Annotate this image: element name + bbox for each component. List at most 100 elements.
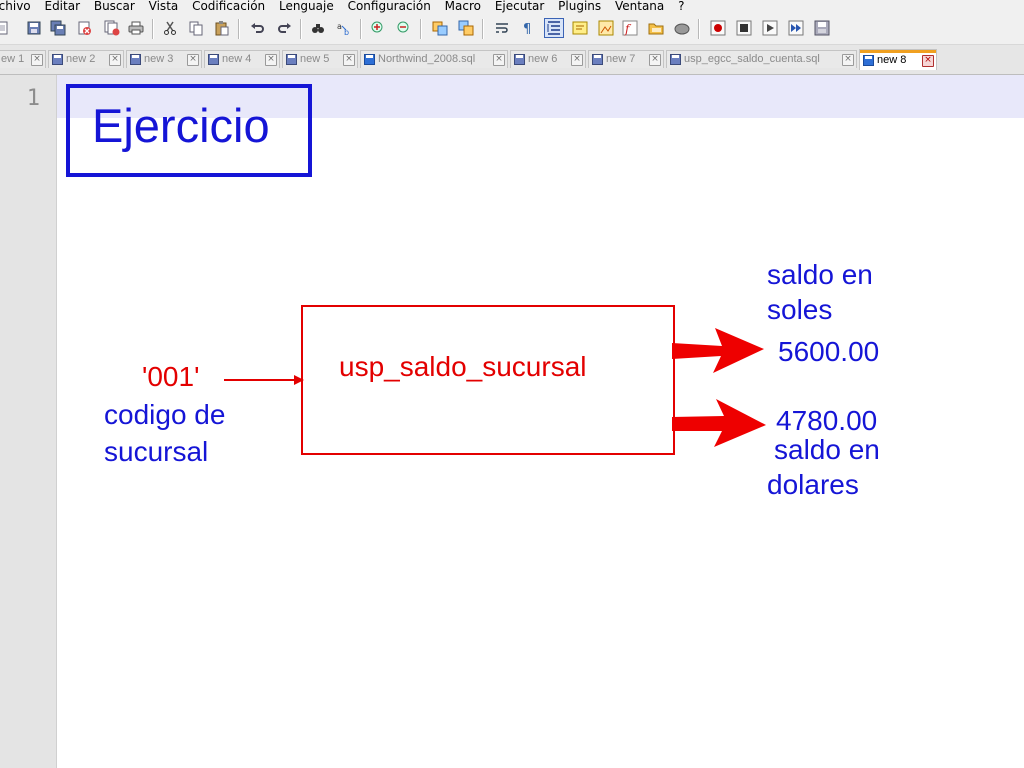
run-macro-multiple-icon[interactable] [788,20,804,36]
toolbar-separator [152,19,154,39]
tab-label: new 3 [144,53,174,65]
tab-close-icon[interactable]: × [265,54,277,66]
current-line-highlight [57,75,1024,118]
folder-workspace-icon[interactable] [648,20,664,36]
svg-text:¶: ¶ [523,22,531,36]
output-soles-label-line-1: saldo en [767,259,873,290]
paste-icon[interactable] [214,20,230,36]
save-macro-icon[interactable] [814,20,830,36]
tab-new-2[interactable]: new 2 × [48,50,124,68]
menu-lenguaje[interactable]: Lenguaje [278,0,334,13]
tab-save-icon [514,54,525,65]
doc-map-icon[interactable] [598,20,614,36]
zoom-out-icon[interactable] [396,20,412,36]
toolbar-separator [420,19,422,39]
tab-close-icon[interactable]: × [343,54,355,66]
menu-vista[interactable]: Vista [148,0,179,13]
line-number-gutter [0,75,57,768]
tab-save-icon [52,54,63,65]
tab-close-icon[interactable]: × [187,54,199,66]
find-icon[interactable] [310,20,326,36]
tab-close-icon[interactable]: × [842,54,854,66]
tab-save-icon [364,54,375,65]
tab-close-icon[interactable]: × [922,55,934,67]
svg-text:b: b [344,28,349,36]
stop-macro-icon[interactable] [736,20,752,36]
menu-ejecutar[interactable]: Ejecutar [494,0,545,13]
tab-label: Northwind_2008.sql [378,53,476,65]
play-macro-icon[interactable] [762,20,778,36]
show-all-chars-icon[interactable]: ¶ [520,20,536,36]
cut-icon[interactable] [162,20,178,36]
menu-buscar[interactable]: Buscar [93,0,135,13]
diagram-title: Ejercicio [92,99,270,152]
tab-usp-egcc-saldo-cuenta[interactable]: usp_egcc_saldo_cuenta.sql × [666,50,857,68]
tab-label: new 2 [66,53,96,65]
menu-archivo[interactable]: rchivo [0,0,31,13]
svg-text:a: a [337,22,342,31]
tab-new-5[interactable]: new 5 × [282,50,358,68]
menu-editar[interactable]: Editar [44,0,81,13]
indent-guide-icon[interactable] [544,18,564,38]
tab-label: new 6 [528,53,558,65]
print-icon[interactable] [128,20,144,36]
menu-ventana[interactable]: Ventana [614,0,665,13]
save-icon[interactable] [26,20,42,36]
menu-macro[interactable]: Macro [444,0,481,13]
output-dolares-label-line-1: saldo en [774,434,880,465]
close-file-icon[interactable] [76,20,92,36]
new-file-icon[interactable] [0,20,10,36]
zoom-in-icon[interactable] [370,20,386,36]
user-lang-icon[interactable] [572,20,588,36]
input-label-line-2: sucursal [104,436,209,467]
save-all-icon[interactable] [50,20,66,36]
menu-help[interactable]: ? [678,0,685,13]
sync-vertical-icon[interactable] [432,20,448,36]
tab-label: ew 1 [1,53,25,65]
word-wrap-icon[interactable] [494,20,510,36]
function-list-icon[interactable]: f [622,20,638,36]
redo-icon[interactable] [276,20,292,36]
toolbar-separator [238,19,240,39]
toolbar-separator [300,19,302,39]
toolbar-separator [482,19,484,39]
tab-close-icon[interactable]: × [31,54,43,66]
tab-new-1[interactable]: ew 1 × [0,50,46,68]
replace-icon[interactable]: ab [336,20,352,36]
tab-new-4[interactable]: new 4 × [204,50,280,68]
menu-configuracion[interactable]: Configuración [347,0,431,13]
tab-label: new 4 [222,53,252,65]
menu-bar: rchivo Editar Buscar Vista Codificación … [0,0,1024,14]
tab-save-icon [670,54,681,65]
menu-plugins[interactable]: Plugins [558,0,602,13]
tab-save-icon [592,54,603,65]
monitoring-icon[interactable] [674,20,690,36]
menu-codificacion[interactable]: Codificación [192,0,266,13]
tab-new-8[interactable]: new 8 × [859,49,937,70]
undo-icon[interactable] [250,20,266,36]
record-macro-icon[interactable] [710,20,726,36]
tab-northwind[interactable]: Northwind_2008.sql × [360,50,508,68]
tab-new-7[interactable]: new 7 × [588,50,664,68]
tab-save-icon [286,54,297,65]
tab-new-6[interactable]: new 6 × [510,50,586,68]
sync-horizontal-icon[interactable] [458,20,474,36]
output-dolares-value: 4780.00 [776,405,878,436]
tab-label: new 8 [877,54,907,66]
line-number: 1 [26,86,40,111]
output-soles-label-line-2: soles [767,294,833,325]
tab-new-3[interactable]: new 3 × [126,50,202,68]
tab-close-icon[interactable]: × [571,54,583,66]
close-all-icon[interactable] [104,20,120,36]
input-label-line-1: codigo de [104,399,226,430]
tab-label: new 7 [606,53,636,65]
title-box [66,84,312,177]
tab-close-icon[interactable]: × [493,54,505,66]
copy-icon[interactable] [188,20,204,36]
tab-close-icon[interactable]: × [109,54,121,66]
tab-close-icon[interactable]: × [649,54,661,66]
input-value: '001' [142,361,200,392]
tab-save-icon [208,54,219,65]
tab-bar: ew 1 × new 2 × new 3 × new 4 × new 5 × N… [0,45,1024,75]
